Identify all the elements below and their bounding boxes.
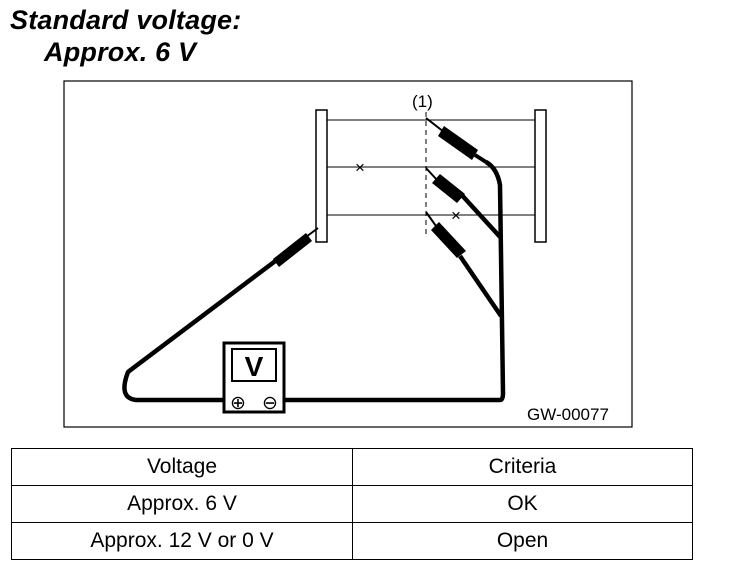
figure-id: GW-00077 bbox=[527, 405, 609, 424]
title-line-2: Approx. 6 V bbox=[44, 37, 197, 67]
row1-voltage: Approx. 6 V bbox=[11, 485, 353, 523]
left-connector bbox=[315, 109, 328, 243]
voltmeter-symbol: V bbox=[245, 351, 264, 382]
table-row: Approx. 6 V OK bbox=[11, 485, 693, 523]
callout-label: (1) bbox=[412, 92, 433, 111]
branch-wire-2 bbox=[458, 254, 503, 318]
table-header-row: Voltage Criteria bbox=[11, 448, 693, 486]
table-row: Approx. 12 V or 0 V Open bbox=[11, 522, 693, 560]
criteria-table: Voltage Criteria Approx. 6 V OK Approx. … bbox=[11, 448, 693, 560]
branch-wire-1 bbox=[457, 190, 503, 240]
title-line-1: Standard voltage: bbox=[10, 5, 242, 35]
row2-voltage: Approx. 12 V or 0 V bbox=[11, 522, 353, 560]
header-voltage: Voltage bbox=[11, 448, 353, 486]
diagram-frame bbox=[63, 80, 633, 428]
break-mark-wire-2: × bbox=[355, 158, 365, 177]
row1-criteria: OK bbox=[352, 485, 693, 523]
positive-terminal-icon: ⊕ bbox=[230, 393, 246, 414]
probe-left bbox=[273, 227, 319, 267]
negative-terminal-icon: ⊖ bbox=[262, 393, 278, 414]
positive-lead-wire bbox=[122, 254, 284, 403]
break-mark-wire-3: × bbox=[451, 206, 461, 225]
probe-top bbox=[425, 117, 488, 164]
row2-criteria: Open bbox=[352, 522, 693, 560]
header-criteria: Criteria bbox=[352, 448, 693, 486]
negative-lead-wire bbox=[272, 160, 506, 403]
standard-voltage-heading: Standard voltage: Approx. 6 V bbox=[10, 4, 241, 68]
wiring-diagram: (1) × × V ⊕ ⊖ GW-00077 bbox=[63, 80, 633, 428]
probe-middle bbox=[425, 167, 465, 203]
probe-bottom bbox=[425, 211, 466, 258]
right-connector bbox=[534, 109, 547, 243]
voltmeter: V ⊕ ⊖ bbox=[222, 341, 286, 414]
